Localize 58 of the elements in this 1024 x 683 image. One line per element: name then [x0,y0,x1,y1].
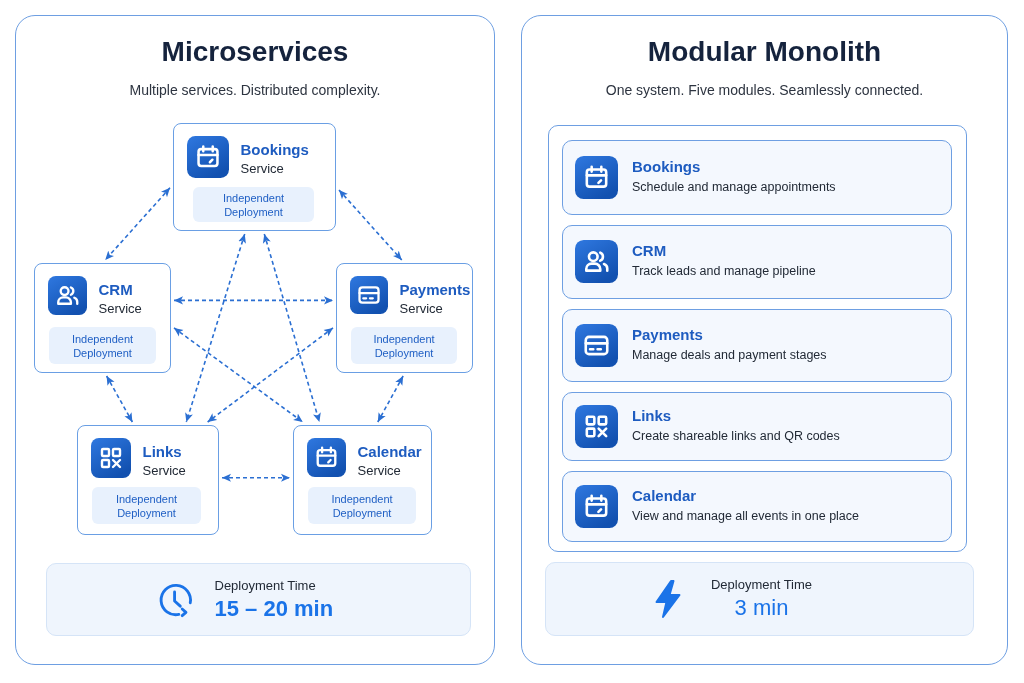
connector-arrow [173,296,334,305]
service-box [76,424,219,535]
service-label: Service [240,159,284,178]
module-description: Schedule and manage appointments [632,178,836,196]
deployment-time-card [45,562,471,636]
module-card [562,392,952,461]
service-box [335,262,473,373]
service-name: Calendar [357,441,422,462]
deployment-time-value: 3 min [734,593,789,622]
connector-arrow [104,187,171,261]
module-description: Track leads and manage pipeline [632,263,816,280]
module-card [562,309,952,382]
service-label: Service [357,461,401,480]
connector-arrow [105,375,134,423]
connector-arrow [206,327,334,423]
module-name: Payments [632,324,703,345]
panel-subtitle: Multiple services. Distributed complexity. [129,81,381,99]
module-name: CRM [632,241,667,261]
module-name: Links [632,405,672,426]
module-description: View and manage all events in one place [632,507,859,525]
service-name: CRM [98,279,133,300]
deployment-tag: Independent Deployment [92,487,201,524]
module-card [562,140,952,215]
module-description: Manage deals and payment stages [632,346,827,364]
service-box [292,424,432,535]
deployment-time-card [544,561,974,636]
comparison-panel [521,15,1008,665]
comparison-panel [15,15,495,665]
module-card [562,471,952,542]
service-box [172,122,336,231]
module-card [562,225,952,299]
service-name: Bookings [240,139,309,160]
service-label: Service [399,299,443,318]
deployment-tag: Independent Deployment [308,487,416,524]
panel-title: Microservices [161,36,349,68]
deployment-time-value: 15 – 20 min [214,594,334,623]
deployment-tag: Independent Deployment [351,327,457,364]
deployment-time-label: Deployment Time [214,576,316,595]
panel-subtitle: One system. Five modules. Seamlessly connected. [605,81,924,99]
service-box [33,262,171,373]
service-name: Links [142,441,182,462]
module-description: Create shareable links and QR codes [632,427,840,445]
panel-title: Modular Monolith [647,36,882,68]
connector-arrow [377,375,404,423]
module-container [547,124,967,552]
module-name: Calendar [632,485,697,506]
service-label: Service [98,299,142,318]
module-name: Bookings [632,156,701,177]
connector-arrow [338,189,403,261]
connector-arrow [173,327,304,423]
connector-arrow [185,233,246,423]
deployment-tag: Independent Deployment [193,187,314,222]
connector-arrow [221,473,291,482]
service-label: Service [142,461,186,480]
deployment-time-label: Deployment Time [710,575,813,594]
connector-arrow [262,233,321,423]
service-name: Payments [399,279,471,300]
deployment-tag: Independent Deployment [49,327,156,364]
